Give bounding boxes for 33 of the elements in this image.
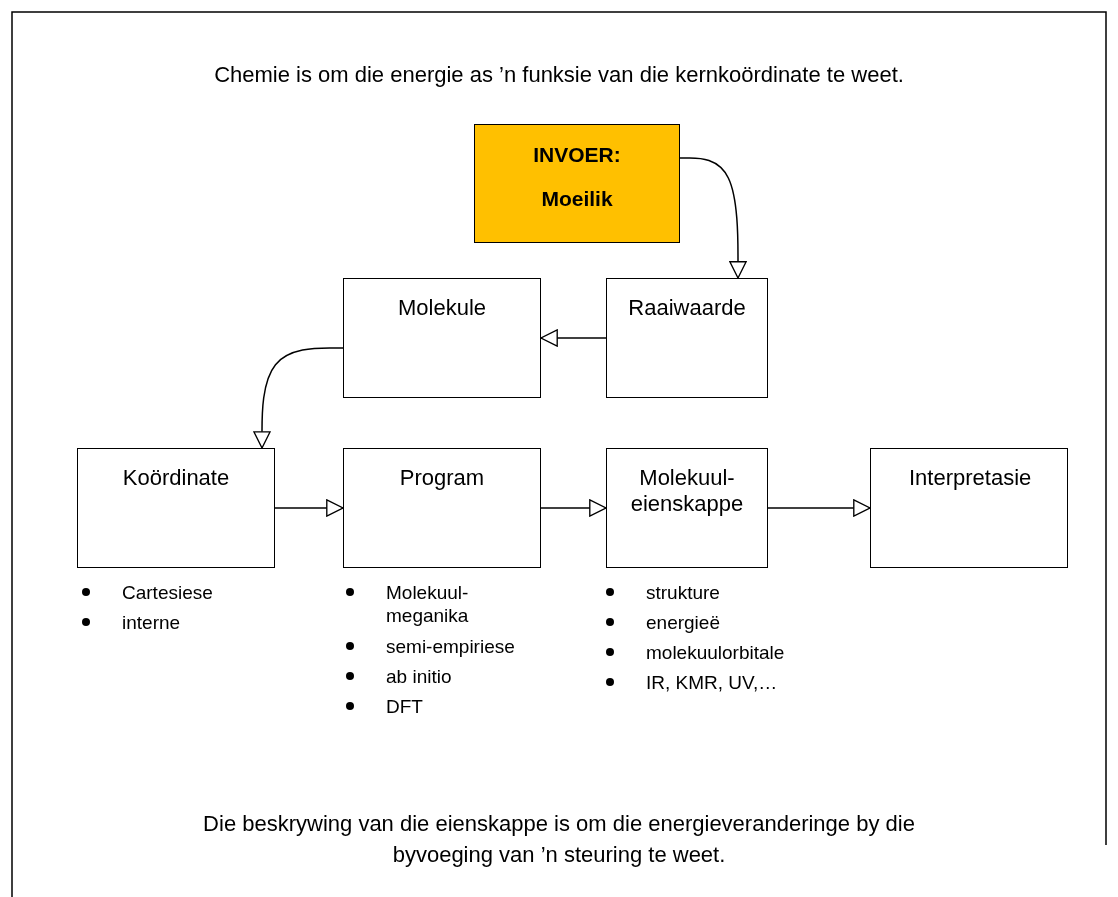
list-item: Cartesiese: [122, 581, 214, 604]
input-box: [474, 124, 680, 243]
box-label: Program: [398, 465, 486, 491]
arrow: [767, 499, 871, 517]
list-item: DFT: [386, 695, 424, 718]
box-label: Molekule: [396, 295, 487, 321]
list-item: interne: [122, 611, 182, 634]
input-label: Moeilik: [540, 187, 614, 211]
process-box: [606, 278, 768, 398]
process-box: [343, 278, 541, 398]
list-item: energieë: [646, 611, 721, 634]
box-label: Interpretasie: [909, 465, 1029, 491]
box-label: Raaiwaarde: [627, 295, 747, 321]
list-item: strukture: [646, 581, 721, 604]
list-item: semi-empiriese: [386, 635, 516, 658]
heading: Chemie is om die energie as ’n funksie van die kernkoördinate te weet.: [213, 62, 905, 88]
list-item: Molekuul- meganika: [386, 581, 470, 627]
process-box: [343, 448, 541, 568]
caption: Die beskrywing van die eienskappe is om die energieveranderinge by die byvoeging van ’n steuring te weet.: [202, 810, 916, 869]
arrow: [253, 347, 344, 449]
arrow: [540, 329, 607, 347]
box-label: Molekuul- eienskappe: [629, 465, 745, 517]
process-box: [606, 448, 768, 568]
process-box: [870, 448, 1068, 568]
input-label: INVOER:: [532, 143, 622, 167]
arrow: [540, 499, 607, 517]
list-item: IR, KMR, UV,…: [646, 671, 779, 694]
process-box: [77, 448, 275, 568]
arrow: [274, 499, 344, 517]
box-label: Koördinate: [121, 465, 231, 491]
list-item: ab initio: [386, 665, 453, 688]
arrow: [679, 157, 747, 279]
list-item: molekuulorbitale: [646, 641, 786, 664]
